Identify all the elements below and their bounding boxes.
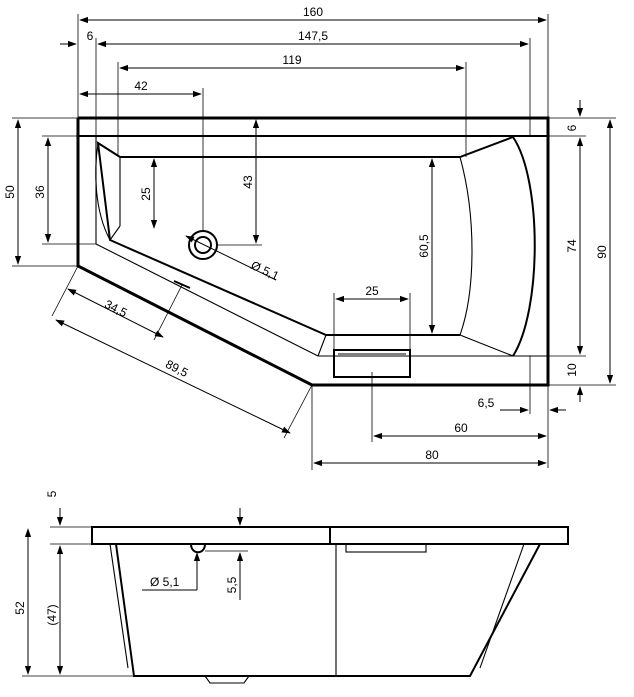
side-view: 5 52 (47) 5,5 Ø 5,1 xyxy=(13,490,569,684)
dim-label: 5,5 xyxy=(225,576,239,593)
dim-left-height: 50 xyxy=(3,117,78,267)
dim-overflow-diameter: Ø 5,1 xyxy=(142,552,201,591)
dim-label: 160 xyxy=(303,5,323,19)
dim-label: 10 xyxy=(565,363,579,377)
dim-label: 25 xyxy=(365,284,379,298)
dim-bottom-60: 60 xyxy=(371,372,549,468)
overflow-icon xyxy=(190,543,206,554)
dim-rim-thickness: 5 xyxy=(45,490,92,560)
dim-label: 34,5 xyxy=(102,297,129,320)
dim-label: 43 xyxy=(241,175,255,189)
dim-label: 6 xyxy=(87,29,94,43)
tub-outline xyxy=(76,116,550,387)
dim-slanted: 34,5 89,5 xyxy=(51,265,313,439)
inner-basin xyxy=(95,135,536,357)
dim-label: 36 xyxy=(33,185,47,199)
dim-label: 60,5 xyxy=(417,234,431,258)
side-outline xyxy=(91,526,569,684)
dim-label: (47) xyxy=(45,604,59,625)
dim-label: 89,5 xyxy=(163,357,190,380)
dim-label: 6,5 xyxy=(478,396,495,410)
dim-label: 119 xyxy=(282,53,301,67)
dim-label: 6 xyxy=(565,124,579,131)
dim-label: 50 xyxy=(3,185,17,199)
dim-label: 90 xyxy=(595,245,609,259)
dim-label: 80 xyxy=(425,448,439,462)
dim-overflow-offset: 5,5 xyxy=(205,508,248,600)
dim-label: Ø 5,1 xyxy=(249,258,282,283)
dim-left-inner: 36 xyxy=(33,135,96,245)
dim-right-side: 6 74 10 xyxy=(548,100,616,402)
dim-label: 147,5 xyxy=(298,29,328,43)
dim-label: 5 xyxy=(45,490,59,497)
dim-label: 42 xyxy=(134,79,148,93)
drain-icon xyxy=(188,230,218,260)
dim-label: 25 xyxy=(139,187,153,201)
dim-inner-depth: 60,5 xyxy=(417,158,436,334)
dim-label: 52 xyxy=(13,601,27,615)
dim-drain-recess: 25 xyxy=(139,158,158,229)
dim-label: 60 xyxy=(454,421,468,435)
dim-label: 74 xyxy=(565,239,579,253)
dim-inner-length: 6 147,5 xyxy=(60,29,531,136)
dim-total-length: 160 xyxy=(77,5,549,118)
dim-inner-height: (47) xyxy=(45,546,64,675)
dim-drain-from-left: 42 xyxy=(79,79,204,231)
dim-total-width: 90 xyxy=(595,119,614,384)
dim-label: Ø 5,1 xyxy=(150,575,180,589)
dim-drain-to-rim: 43 xyxy=(217,119,262,246)
overflow-mark xyxy=(173,280,191,289)
dim-bottom-80: 80 xyxy=(311,385,547,470)
top-view: 160 6 147,5 119 42 50 xyxy=(3,5,616,470)
dim-total-height: 52 xyxy=(13,528,134,677)
dim-panel-width: 25 xyxy=(333,284,411,350)
dim-bottom-small: 6,5 xyxy=(478,356,566,414)
dim-drain-to-end: 119 xyxy=(117,53,467,157)
